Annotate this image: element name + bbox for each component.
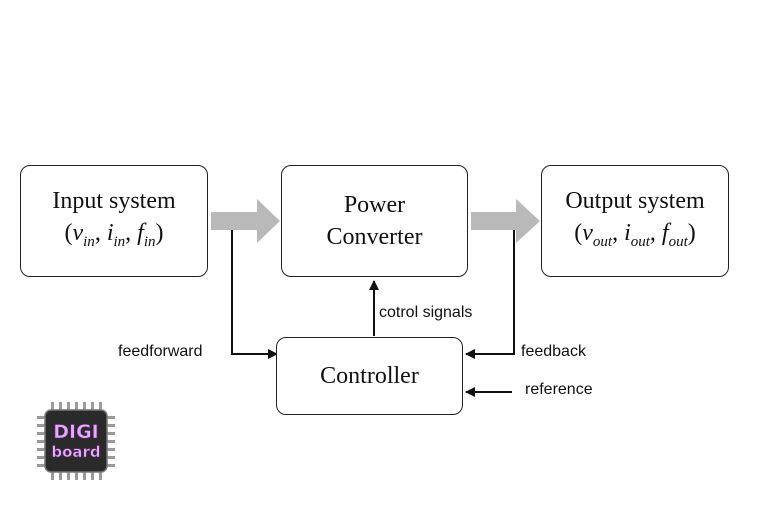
output-system-variables: (vout, iout, fout): [574, 219, 696, 250]
feedback-label: feedback: [521, 343, 586, 360]
logo-text-line1: DIGI: [53, 421, 99, 443]
controller-box: Controller: [276, 337, 463, 415]
input-system-box: Input system (vin, iin, fin): [20, 165, 208, 277]
input-system-variables: (vin, iin, fin): [64, 219, 164, 250]
converter-to-output-arrow: [471, 199, 540, 243]
converter-title-line1: Power: [343, 192, 406, 218]
controller-title: Controller: [320, 363, 419, 389]
feedback-line: [465, 230, 515, 359]
digiboard-logo: DIGI board: [37, 402, 115, 480]
input-to-converter-arrow: [211, 199, 280, 243]
feedforward-label: feedforward: [118, 343, 203, 360]
logo-text-line2: board: [51, 443, 100, 461]
reference-label: reference: [525, 381, 593, 398]
output-system-title: Output system: [565, 187, 705, 214]
control-signals-label: cotrol signals: [379, 304, 473, 321]
input-system-title: Input system: [52, 187, 176, 214]
feedforward-line: [231, 230, 278, 359]
output-system-box: Output system (vout, iout, fout): [541, 165, 729, 277]
power-converter-box: Power Converter: [281, 165, 468, 277]
converter-title-line2: Converter: [326, 224, 423, 250]
